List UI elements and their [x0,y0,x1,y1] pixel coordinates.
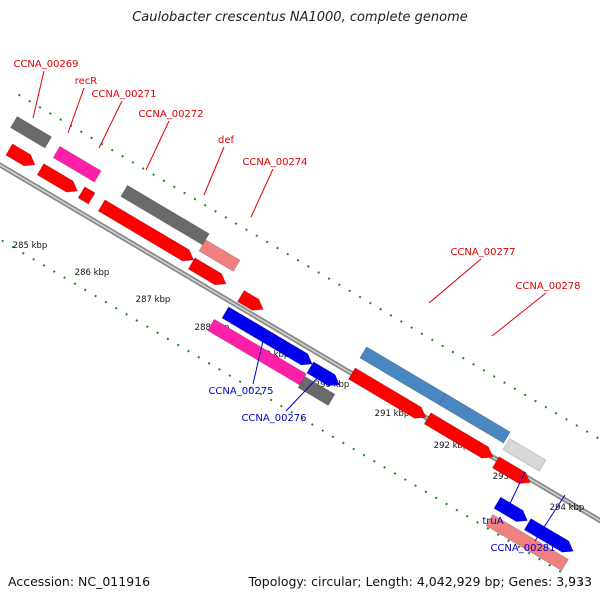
gene-label: CCNA_00281 [490,543,555,554]
gene-feature [485,514,569,571]
kbp-label: 287 kbp [136,295,171,305]
map-title: Caulobacter crescentus NA1000, complete … [132,10,468,25]
label-leader [67,87,85,134]
gene-feature [221,306,313,366]
gene-label: CCNA_00269 [13,59,78,70]
gene-feature [348,367,427,419]
gene-feature [77,186,96,205]
gene-label: CCNA_00272 [138,109,203,120]
gene-feature [502,438,547,472]
label-leader [252,340,264,385]
gene-feature [493,496,528,522]
label-leader [32,70,45,119]
gene-label: truA [482,516,503,527]
gene-label: CCNA_00271 [91,89,156,100]
topology-summary-text: Topology: circular; Length: 4,042,929 bp… [248,574,592,589]
accession-text: Accession: NC_011916 [8,574,151,589]
gene-feature [207,318,307,386]
gene-label: CCNA_00275 [208,386,273,397]
gene-label: recR [75,76,98,87]
label-leader [504,471,526,515]
kbp-label: 291 kbp [375,409,410,419]
gene-feature [491,456,531,484]
label-leader [428,258,482,304]
gene-feature [198,239,241,272]
gene-label: CCNA_00277 [450,247,515,258]
gene-label: CCNA_00276 [241,413,306,424]
kbp-label: 294 kbp [550,503,585,513]
gene-feature [438,393,511,444]
tick-track-outer [17,93,600,441]
gene-label: def [218,135,235,146]
label-leader [491,292,547,337]
label-leader [534,494,566,542]
label-leader [98,100,123,149]
label-leader [145,120,170,171]
gene-label: CCNA_00274 [242,157,307,168]
gene-feature [523,518,574,553]
gene-feature [5,143,36,167]
gene-feature [36,163,78,193]
gene-feature [97,199,195,262]
kbp-label: 286 kbp [75,268,110,278]
gene-feature [187,257,227,286]
gene-feature [297,376,336,406]
gene-label: CCNA_00278 [515,281,580,292]
gene-feature [237,290,264,311]
gene-feature [52,145,102,183]
gene-feature [306,361,340,387]
kbp-label: 292 kbp [434,441,469,451]
label-leader [250,168,274,218]
gene-feature [120,184,210,246]
gene-feature [10,116,52,149]
label-leader [203,146,225,196]
label-leader [285,371,324,412]
kbp-label: 285 kbp [13,241,48,251]
gene-feature [423,412,494,459]
